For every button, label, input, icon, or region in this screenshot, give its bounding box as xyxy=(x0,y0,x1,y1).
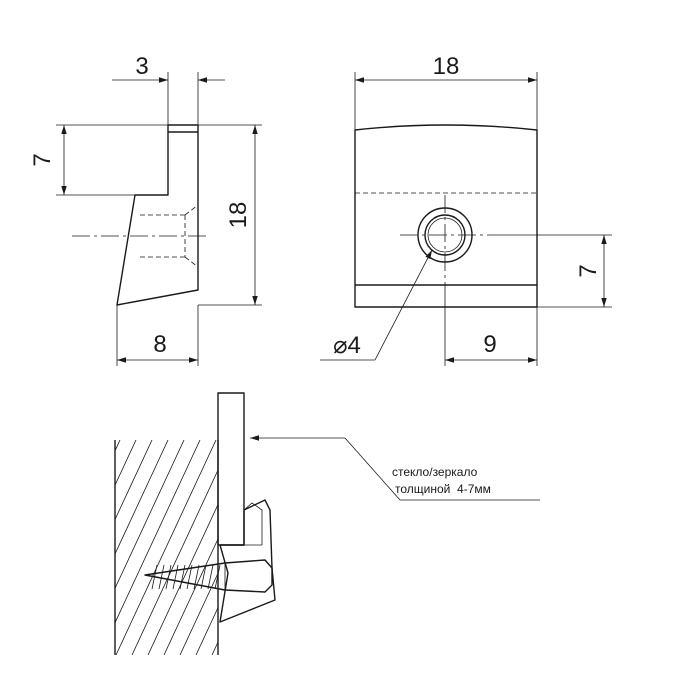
note-glass-mirror: стекло/зеркало xyxy=(392,465,478,479)
dim-label-7-right: 7 xyxy=(575,264,602,277)
front-view-outline xyxy=(354,124,538,308)
side-view-hidden-hole xyxy=(140,204,199,268)
dimension-18-height: 18 xyxy=(198,124,262,306)
wall-hatch-line xyxy=(115,440,169,555)
wall-hatch-line xyxy=(276,440,376,655)
glass-panel xyxy=(217,392,245,546)
wall-hatch-line xyxy=(115,440,185,590)
wall-hatch-line xyxy=(195,606,218,655)
wall-hatch-line xyxy=(163,537,218,655)
wall-hatch-line xyxy=(115,440,201,624)
screw-thread xyxy=(193,564,200,590)
wall-hatch-line xyxy=(115,440,153,521)
note-thickness: толщиной 4-7мм xyxy=(395,482,491,496)
wall-hatch-line xyxy=(260,440,360,655)
wall-hatch-line xyxy=(115,440,137,487)
wall-hatch-line xyxy=(131,469,218,655)
side-view: 3 7 18 8 xyxy=(29,53,262,366)
wall-hatch-line xyxy=(292,440,392,655)
wall-hatch-line xyxy=(228,440,328,655)
screw-thread xyxy=(165,564,172,590)
wall-hatch-line xyxy=(115,440,217,655)
dim-label-18-width: 18 xyxy=(433,53,460,80)
wall-section xyxy=(114,440,392,655)
wall-hatch-line xyxy=(115,440,121,452)
dimension-18-width: 18 xyxy=(354,53,538,130)
dimension-9: 9 xyxy=(444,300,538,366)
screw-thread xyxy=(200,564,207,590)
screw-thread xyxy=(207,564,214,590)
front-view: 18 7 9 ⌀4 xyxy=(320,53,612,366)
dim-label-9: 9 xyxy=(483,331,496,358)
wall-hatch-line xyxy=(147,503,218,655)
dim-label-7-left: 7 xyxy=(29,153,56,166)
dim-label-8: 8 xyxy=(153,331,166,358)
wall-hatch-line xyxy=(179,572,218,655)
dimension-3: 3 xyxy=(112,53,225,125)
dim-label-3: 3 xyxy=(135,53,148,80)
glass-note-leader xyxy=(250,435,540,501)
screw-thread xyxy=(214,564,221,590)
screw-thread xyxy=(179,564,186,590)
screw xyxy=(144,559,273,593)
mounting-view: стекло/зеркало толщиной 4-7мм xyxy=(114,392,540,655)
dimension-diameter-4: ⌀4 xyxy=(320,249,433,361)
dimension-7-right: 7 xyxy=(490,234,612,308)
wall-hatch-line xyxy=(244,440,344,655)
clip-holder xyxy=(219,499,276,623)
dim-label-diameter-4: ⌀4 xyxy=(333,332,361,359)
clip-holder-inner xyxy=(243,502,263,545)
dimension-8: 8 xyxy=(116,305,199,366)
screw-thread xyxy=(186,564,193,590)
screw-thread xyxy=(158,564,165,590)
wall-hatch-line xyxy=(211,641,218,655)
dim-label-18-height: 18 xyxy=(225,202,252,229)
screw-thread xyxy=(151,564,158,590)
screw-thread xyxy=(172,564,179,590)
dimension-7-left: 7 xyxy=(29,124,168,196)
